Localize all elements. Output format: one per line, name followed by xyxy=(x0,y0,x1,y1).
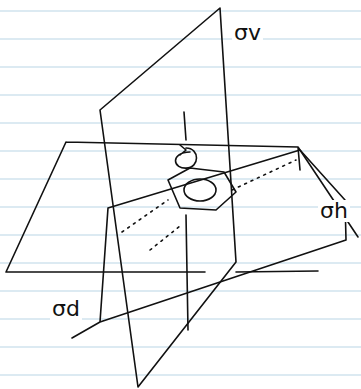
ruled-lines xyxy=(0,11,361,375)
sigma-h-plane xyxy=(6,142,358,272)
sigma-v-plane xyxy=(100,8,236,387)
plane-label: σh xyxy=(318,200,350,222)
dotted-intersection xyxy=(122,160,296,250)
ring-circle xyxy=(184,179,216,201)
rotation-arrow xyxy=(176,145,197,168)
sigma-d-plane xyxy=(72,150,346,338)
plane-label: σv xyxy=(232,22,263,44)
plane-label: σd xyxy=(50,298,82,320)
hexagon xyxy=(168,168,236,210)
rotation-axis xyxy=(184,112,188,330)
